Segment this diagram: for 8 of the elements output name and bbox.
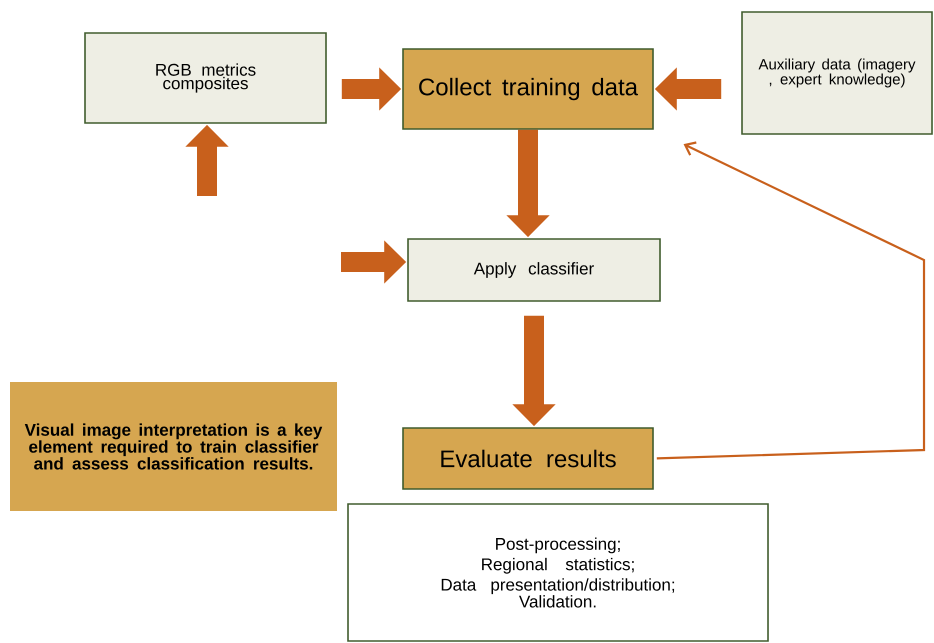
- process-box: Evaluate results: [402, 427, 654, 490]
- process-box: Collect training data: [402, 48, 654, 130]
- note-box: Visual image interpretation is a key element required to train classifier and assess classification results.: [10, 382, 337, 511]
- input-box: Auxiliary data (imagery , expert knowledge): [741, 11, 933, 135]
- arrow: [656, 141, 926, 460]
- output-box: Post-processing; Regional statistics; Data presentation/distribution; Validation.: [347, 503, 769, 642]
- process-box: RGB metrics composites: [84, 32, 327, 124]
- process-box: Apply classifier: [407, 238, 661, 302]
